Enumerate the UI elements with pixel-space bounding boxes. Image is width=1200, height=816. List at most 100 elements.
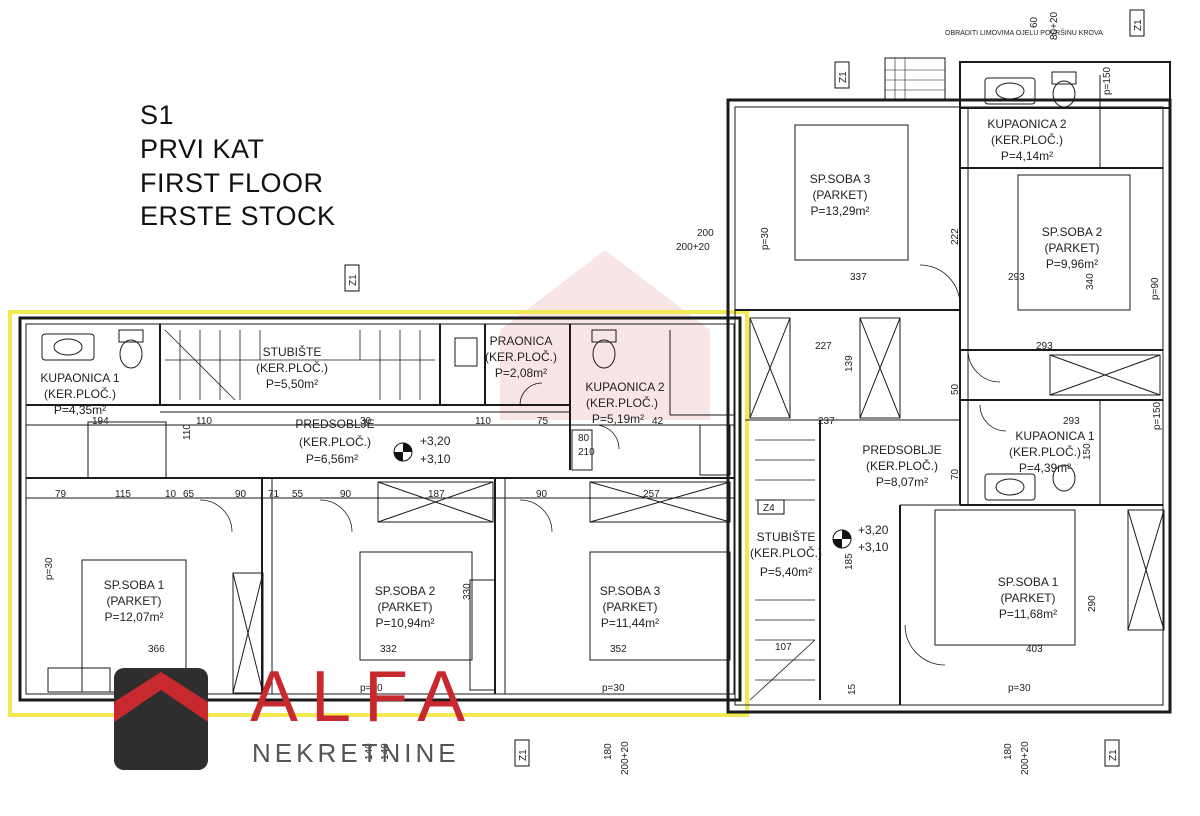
dim-60: 60 <box>1029 16 1040 28</box>
left-p90: p=90 <box>360 683 383 694</box>
floor-name-hr: PRVI KAT <box>140 134 265 164</box>
left-p30-vertical: p=30 <box>44 557 55 580</box>
dim-337: 337 <box>850 272 867 283</box>
l-soba1-area: P=12,07m² <box>104 610 163 624</box>
right-p30-vertical: p=30 <box>760 227 771 250</box>
r-soba2-finish: (PARKET) <box>1044 241 1099 255</box>
dim-10a: 10 <box>165 489 177 500</box>
z1-marker-5: Z1 <box>1108 749 1119 761</box>
l-praonica-area: P=2,08m² <box>495 366 547 380</box>
watermark-house-icon <box>500 250 710 420</box>
r-soba3-finish: (PARKET) <box>812 188 867 202</box>
l-soba1-finish: (PARKET) <box>106 594 161 608</box>
dim-107: 107 <box>775 642 792 653</box>
dim-200-20-left: 200+20 <box>620 741 631 775</box>
dim-340: 340 <box>1085 273 1096 290</box>
l-level-top: +3,20 <box>420 434 451 448</box>
l-kupaonica2-area: P=5,19m² <box>592 412 644 426</box>
dim-200-20: 200+20 <box>676 242 710 253</box>
floor-name-en: FIRST FLOOR <box>140 168 324 198</box>
z1-marker-1: Z1 <box>348 274 359 286</box>
selected-unit-highlight[interactable] <box>8 310 749 717</box>
dim-110a: 110 <box>196 416 212 427</box>
l-soba1-name: SP.SOBA 1 <box>104 578 165 592</box>
l-praonica-name: PRAONICA <box>490 334 553 348</box>
dim-42: 42 <box>652 416 664 427</box>
r-soba1-finish: (PARKET) <box>1000 591 1055 605</box>
dim-210: 210 <box>578 447 595 458</box>
dim-80: 80 <box>578 433 590 444</box>
level-marker-right: +3,20 +3,10 <box>832 523 889 554</box>
dim-79: 79 <box>55 489 67 500</box>
l-predsoblje-name: PREDSOBLJE <box>295 417 374 431</box>
dim-200: 200 <box>697 228 714 239</box>
r-stubiste-finish: (KER.PLOČ.) <box>750 545 822 560</box>
dim-80-20: 80+20 <box>1049 11 1060 40</box>
l-kupaonica1-finish: (KER.PLOČ.) <box>44 386 116 401</box>
l-stubiste-name: STUBIŠTE <box>263 344 322 359</box>
level-marker-left: +3,20 +3,10 <box>393 434 451 466</box>
dim-110b: 110 <box>475 416 491 427</box>
dim-237: 237 <box>818 416 835 427</box>
z1-marker-3: Z1 <box>1133 19 1144 31</box>
l-soba2-area: P=10,94m² <box>375 616 434 630</box>
r-level-top: +3,20 <box>858 523 889 537</box>
right-p150: p=150 <box>1152 401 1163 430</box>
dim-180-right: 180 <box>1003 743 1014 760</box>
l-kupaonica1-name: KUPAONICA 1 <box>40 371 119 385</box>
dimension-labels: 79 115 10 65 90 71 55 90 187 90 257 194 … <box>44 11 1163 775</box>
l-soba3-finish: (PARKET) <box>602 600 657 614</box>
r-stubiste-name: STUBIŠTE <box>757 529 816 544</box>
right-unit-doors <box>904 264 1007 666</box>
dim-71: 71 <box>268 489 280 500</box>
dim-293b: 293 <box>1036 341 1053 352</box>
dim-75: 75 <box>537 416 549 427</box>
dim-257: 257 <box>643 489 660 500</box>
dim-90b: 90 <box>340 489 352 500</box>
roof-note: OBRADITI LIMOVIMA OJELU POVRŠINU KROVA <box>945 28 1103 37</box>
dim-185: 185 <box>844 553 855 570</box>
right-p30: p=30 <box>1008 683 1031 694</box>
z1-marker-4: Z1 <box>518 749 529 761</box>
dim-293a: 293 <box>1008 272 1025 283</box>
l-soba3-area: P=11,44m² <box>601 616 659 630</box>
brand-name: ALFA <box>250 657 479 737</box>
dim-90c: 90 <box>536 489 548 500</box>
l-level-bottom: +3,10 <box>420 452 451 466</box>
l-stubiste-area: P=5,50m² <box>266 377 318 391</box>
right-p150-top: p=150 <box>1102 66 1113 95</box>
r-kupaonica2-finish: (KER.PLOČ.) <box>991 132 1063 147</box>
dim-227: 227 <box>815 341 832 352</box>
dim-352: 352 <box>610 644 627 655</box>
dim-139: 139 <box>844 355 855 372</box>
dim-110c: 110 <box>182 424 193 440</box>
dim-194: 194 <box>92 416 109 427</box>
r-stubiste-area: P=5,40m² <box>760 565 812 579</box>
r-predsoblje-name: PREDSOBLJE <box>862 443 941 457</box>
dim-403: 403 <box>1026 644 1043 655</box>
z1-marker-2: Z1 <box>838 71 849 83</box>
right-unit-walls <box>726 57 1172 714</box>
r-predsoblje-area: P=8,07m² <box>876 475 928 489</box>
dim-187: 187 <box>428 489 445 500</box>
plan-code: S1 <box>140 100 175 130</box>
r-kupaonica2-area: P=4,14m² <box>1001 149 1053 163</box>
dim-150: 150 <box>1082 443 1093 460</box>
dim-55: 55 <box>292 489 304 500</box>
r-kupaonica1-name: KUPAONICA 1 <box>1015 429 1094 443</box>
left-room-labels: KUPAONICA 1 (KER.PLOČ.) P=4,35m² STUBIŠT… <box>40 334 664 630</box>
dim-366: 366 <box>148 644 165 655</box>
left-p30: p=30 <box>602 683 625 694</box>
dim-15: 15 <box>847 683 858 695</box>
floor-name-de: ERSTE STOCK <box>140 201 336 231</box>
dim-90a: 90 <box>235 489 247 500</box>
right-room-labels: KUPAONICA 2 (KER.PLOČ.) P=4,14m² SP.SOBA… <box>750 117 1103 621</box>
dim-332: 332 <box>380 644 397 655</box>
l-predsoblje-finish: (KER.PLOČ.) <box>299 434 371 449</box>
l-soba2-name: SP.SOBA 2 <box>375 584 436 598</box>
r-kupaonica1-area: P=4,39m² <box>1019 461 1071 475</box>
l-predsoblje-area: P=6,56m² <box>306 452 358 466</box>
l-kupaonica1-area: P=4,35m² <box>54 403 106 417</box>
r-level-bottom: +3,10 <box>858 540 889 554</box>
